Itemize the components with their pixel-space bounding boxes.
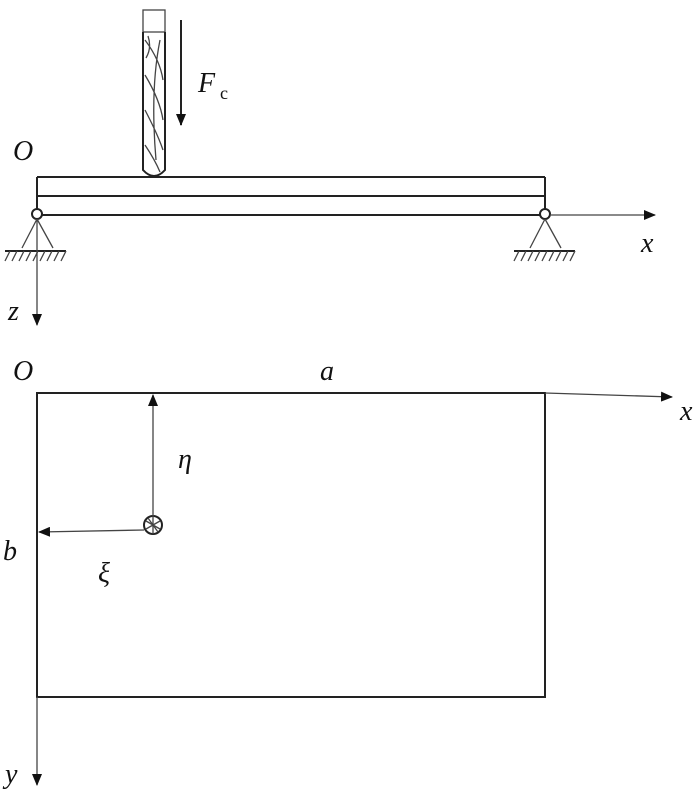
- top-x-axis-label: x: [679, 396, 693, 427]
- force-label: F: [197, 68, 216, 99]
- force-subscript: c: [220, 83, 228, 103]
- z-axis-label: z: [7, 296, 19, 327]
- xi-label: ξ: [98, 558, 110, 589]
- xi-arrow: [38, 526, 145, 537]
- drill-bit-icon: [142, 9, 166, 177]
- left-pin-support-icon: [4, 208, 67, 262]
- width-label: b: [3, 536, 17, 567]
- side-view: F c O x z: [4, 9, 656, 327]
- plate-outline: [36, 392, 546, 698]
- side-origin-label: O: [13, 136, 33, 167]
- top-origin-label: O: [13, 356, 33, 387]
- drill-point-icon: [143, 515, 163, 535]
- top-x-axis-arrow: [544, 391, 673, 402]
- y-axis-label: y: [2, 759, 18, 790]
- top-view: O a x b y η ξ: [2, 356, 693, 790]
- length-label: a: [320, 356, 334, 387]
- side-x-axis-label: x: [640, 228, 654, 259]
- eta-label: η: [178, 444, 192, 475]
- plate-beam: [36, 176, 546, 216]
- right-pin-support-icon: [513, 208, 576, 262]
